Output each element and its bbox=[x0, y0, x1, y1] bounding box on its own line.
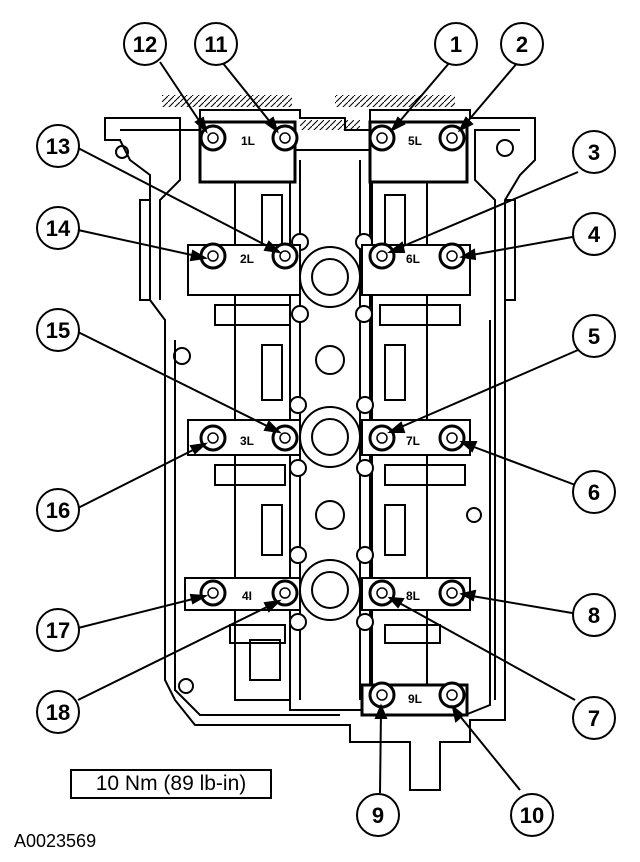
callouts bbox=[36, 22, 616, 837]
callout-circle-9 bbox=[356, 793, 400, 837]
bolt-centers bbox=[207, 132, 458, 701]
callout-circle-15 bbox=[36, 308, 80, 352]
cap-label-6L: 6L bbox=[406, 252, 420, 266]
cap-label-3L: 3L bbox=[240, 434, 254, 448]
head-outline bbox=[104, 109, 536, 791]
callout-9: 9 bbox=[372, 803, 384, 828]
cap-label-9L: 9L bbox=[408, 692, 422, 706]
callout-circle-6 bbox=[572, 470, 616, 514]
callout-circle-17 bbox=[36, 608, 80, 652]
cap-label-5L: 5L bbox=[408, 134, 422, 148]
callout-circle-3 bbox=[572, 130, 616, 174]
callout-circle-4 bbox=[572, 212, 616, 256]
callout-circle-8 bbox=[572, 593, 616, 637]
callout-circle-7 bbox=[572, 696, 616, 740]
callout-11: 11 bbox=[204, 32, 227, 57]
callout-circle-18 bbox=[36, 690, 80, 734]
cap-labels: 1L 5L 2L 6L 3L 7L 4I 8L 9L bbox=[240, 134, 422, 706]
callout-17: 17 bbox=[46, 618, 70, 643]
callout-numbers: 1 2 3 4 5 6 7 8 9 10 11 12 13 14 15 16 1… bbox=[46, 32, 601, 828]
figure-reference-id: A0023569 bbox=[14, 831, 97, 851]
leader-lines bbox=[77, 61, 579, 794]
cap-label-1L: 1L bbox=[241, 134, 255, 148]
callout-2: 2 bbox=[516, 32, 528, 57]
callout-circle-5 bbox=[572, 314, 616, 358]
callout-3: 3 bbox=[588, 140, 600, 165]
callout-circle-14 bbox=[36, 206, 80, 250]
callout-6: 6 bbox=[588, 480, 600, 505]
callout-circle-16 bbox=[36, 488, 80, 532]
callout-4: 4 bbox=[588, 222, 601, 247]
callout-8: 8 bbox=[588, 603, 600, 628]
callout-circle-11 bbox=[194, 22, 238, 66]
torque-spec-box: 10 Nm (89 lb-in) bbox=[70, 769, 272, 799]
spark-plug-wells bbox=[289, 233, 374, 631]
callout-16: 16 bbox=[46, 498, 70, 523]
cap-label-4I: 4I bbox=[242, 589, 252, 603]
callout-5: 5 bbox=[588, 324, 600, 349]
cap-label-8L: 8L bbox=[406, 589, 420, 603]
callout-circle-13 bbox=[36, 124, 80, 168]
torque-spec-text: 10 Nm (89 lb-in) bbox=[95, 772, 247, 795]
callout-10: 10 bbox=[520, 803, 544, 828]
callout-7: 7 bbox=[588, 706, 600, 731]
callout-12: 12 bbox=[133, 32, 157, 57]
callout-circle-10 bbox=[510, 793, 554, 837]
callout-15: 15 bbox=[46, 318, 70, 343]
callout-circle-1 bbox=[434, 22, 478, 66]
callout-14: 14 bbox=[46, 216, 71, 241]
top-hatching bbox=[162, 95, 455, 130]
cap-label-7L: 7L bbox=[406, 434, 420, 448]
callout-18: 18 bbox=[46, 700, 70, 725]
callout-circle-2 bbox=[500, 22, 544, 66]
callout-circle-12 bbox=[123, 22, 167, 66]
callout-1: 1 bbox=[450, 32, 462, 57]
callout-13: 13 bbox=[46, 134, 70, 159]
cap-label-2L: 2L bbox=[240, 252, 254, 266]
